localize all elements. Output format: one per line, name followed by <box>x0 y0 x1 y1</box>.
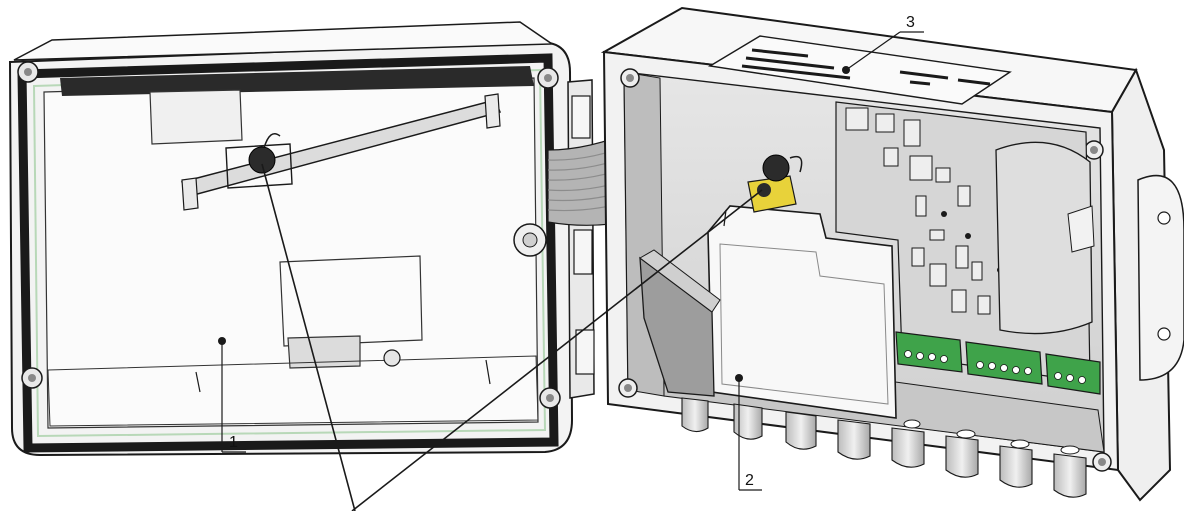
inner-cover-plate <box>707 205 897 419</box>
nameplate <box>707 35 1012 105</box>
circuit-board <box>835 101 1095 383</box>
hinge <box>567 79 595 399</box>
terminal-blocks <box>895 331 1101 395</box>
cable-glands <box>681 397 1087 498</box>
enclosure-base <box>600 6 1184 502</box>
lid-seal-icon <box>248 133 281 174</box>
callout-1-label: 1 <box>229 434 238 451</box>
enclosure-lid <box>8 21 574 457</box>
callout-2-label: 2 <box>745 472 754 489</box>
base-seal-icon <box>747 154 803 213</box>
base-corner-screw-icon <box>618 68 1112 472</box>
lid-corner-screw-icon <box>17 61 561 409</box>
leader-lines <box>218 31 924 511</box>
callout-3-label: 3 <box>906 14 915 31</box>
